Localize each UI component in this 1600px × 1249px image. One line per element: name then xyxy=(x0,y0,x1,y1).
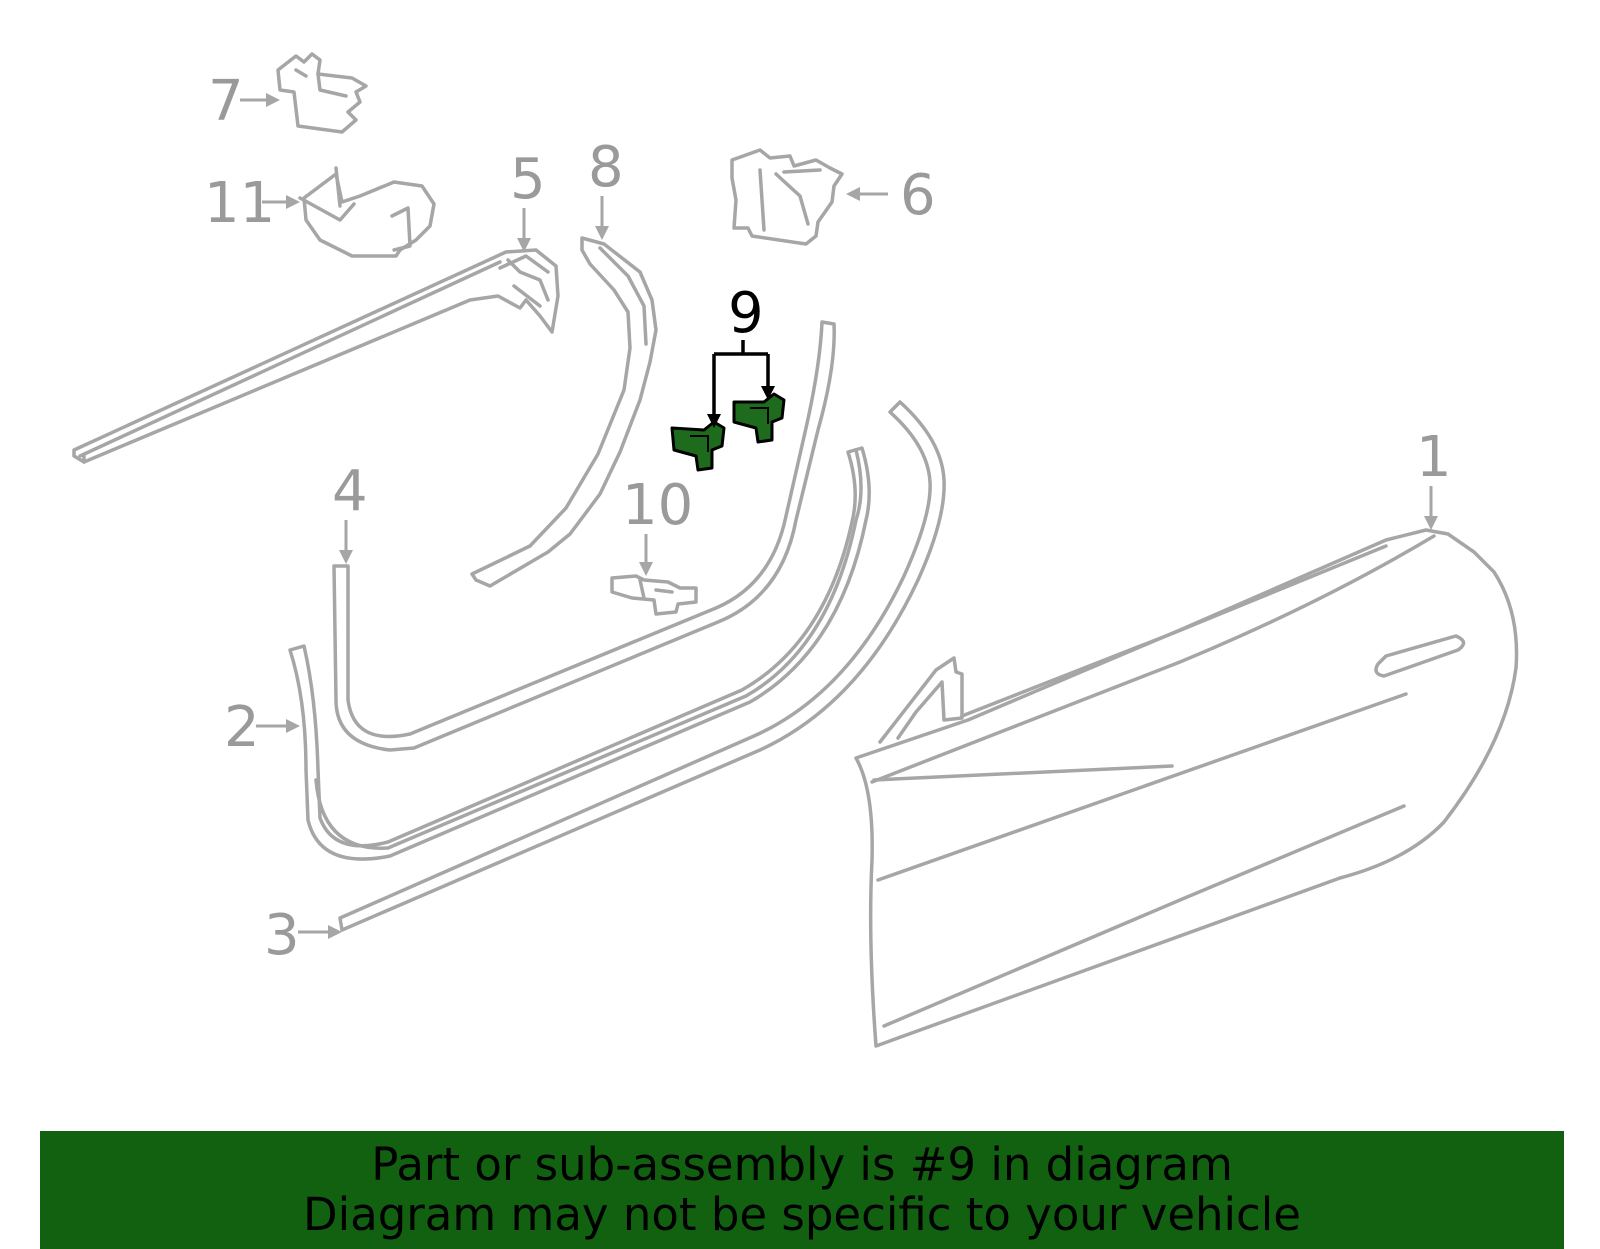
callout-9: 9 xyxy=(707,281,775,428)
part-10-clip xyxy=(610,574,698,616)
callout-4: 4 xyxy=(332,459,368,564)
svg-text:10: 10 xyxy=(622,473,693,538)
info-banner: Part or sub-assembly is #9 in diagram Di… xyxy=(40,1131,1564,1249)
part-6-bracket xyxy=(730,148,844,246)
callout-3: 3 xyxy=(264,903,342,968)
svg-text:7: 7 xyxy=(208,69,244,134)
callout-2: 2 xyxy=(224,695,300,760)
part-2-door-seal xyxy=(288,446,871,861)
part-7-bracket xyxy=(276,52,368,134)
callout-5: 5 xyxy=(510,147,546,252)
svg-text:2: 2 xyxy=(224,695,260,760)
callout-6: 6 xyxy=(846,163,936,228)
part-11-clip xyxy=(298,166,436,258)
callout-11: 11 xyxy=(204,171,300,236)
part-9-clip-right xyxy=(732,392,786,444)
svg-text:9: 9 xyxy=(728,281,764,346)
svg-text:1: 1 xyxy=(1416,425,1452,490)
banner-line-2: Diagram may not be specific to your vehi… xyxy=(303,1188,1301,1241)
part-3-outer-seal xyxy=(338,400,946,932)
svg-text:4: 4 xyxy=(332,459,368,524)
svg-text:6: 6 xyxy=(900,163,936,228)
svg-text:8: 8 xyxy=(588,135,624,200)
part-9-clip-left xyxy=(670,420,726,472)
part-4-frame-seal xyxy=(332,320,836,752)
part-8-pillar-seal xyxy=(470,236,658,588)
callout-10: 10 xyxy=(622,473,693,576)
callout-1: 1 xyxy=(1416,425,1452,530)
svg-text:3: 3 xyxy=(264,903,300,968)
banner-line-1: Part or sub-assembly is #9 in diagram xyxy=(371,1138,1233,1191)
part-5-weatherstrip xyxy=(72,248,560,464)
callout-8: 8 xyxy=(588,135,624,240)
svg-text:5: 5 xyxy=(510,147,546,212)
part-1-door-panel xyxy=(854,528,1519,1048)
callout-7: 7 xyxy=(208,69,280,134)
